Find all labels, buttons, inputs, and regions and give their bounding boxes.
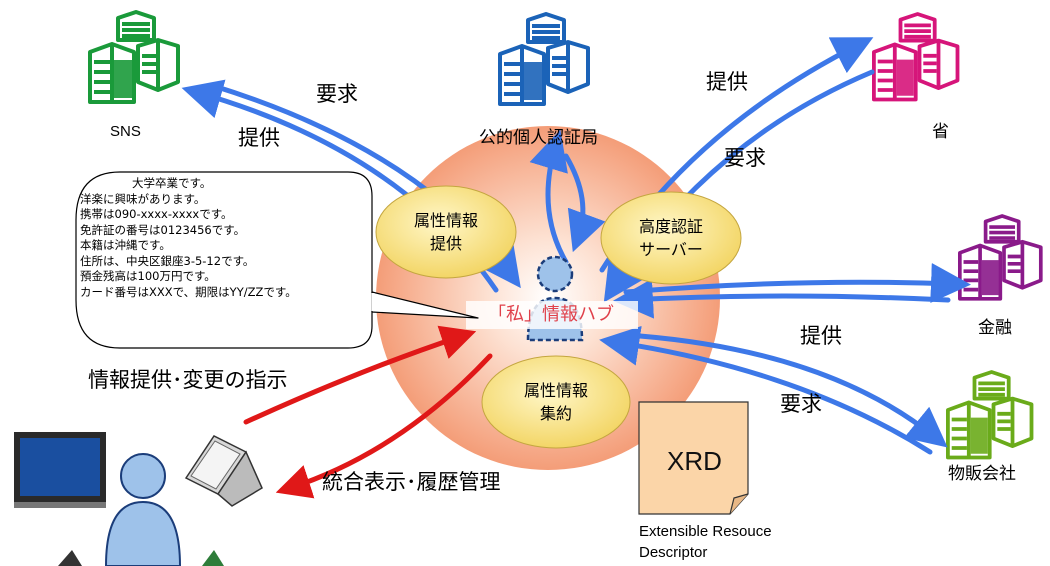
speech-bubble [75, 171, 373, 349]
ministry-label: 省 [932, 122, 949, 142]
ministry-request-label: 要求 [724, 146, 766, 170]
jpki-provide-arrow [529, 129, 569, 265]
attr-aggregate-line2: 集約 [539, 404, 572, 423]
bubble-line: 大学卒業です。 [132, 176, 212, 190]
attr-provide-oval [375, 185, 517, 279]
finance-label: 金融 [978, 318, 1012, 338]
sns-request-label: 要求 [316, 82, 358, 106]
finance-return-arrow [613, 278, 951, 319]
attr-aggregate-label: 属性情報 集約 [506, 379, 606, 425]
xrd-caption-line2: Descriptor [639, 544, 708, 561]
retail-label: 物販会社 [948, 464, 1016, 484]
bubble-line: 洋楽に興味があります。 [80, 191, 206, 206]
auth-server-label: 高度認証 サーバー [621, 215, 721, 261]
auth-server-oval [600, 191, 742, 285]
auth-server-line2: サーバー [639, 240, 703, 259]
retail-provide-label: 提供 [800, 324, 842, 348]
instruction-arrow [243, 325, 477, 425]
finance-provide-arrow [623, 263, 971, 304]
hub-label: 「私」情報ハブ [488, 304, 614, 325]
jpki-building-icon [498, 12, 590, 106]
sns-provide-label: 提供 [238, 126, 280, 150]
bubble-text: 大学卒業です。 洋楽に興味があります。 携帯は090-xxxx-xxxxです。 … [80, 176, 370, 300]
retail-request-arrow [599, 325, 933, 455]
hub-label-bg [466, 301, 638, 329]
ministry-provide-label: 提供 [706, 70, 748, 94]
finance-building-icon [958, 214, 1043, 301]
xrd-caption-line1: Extensible Resouce [639, 523, 772, 540]
integrated-view-arrow [275, 353, 493, 499]
retail-request-label: 要求 [780, 392, 822, 416]
attr-aggregate-oval [481, 355, 631, 449]
ministry-building-icon [872, 12, 960, 102]
attr-aggregate-line1: 属性情報 [523, 381, 588, 400]
attr-provide-line1: 属性情報 [413, 211, 478, 230]
bubble-line: 住所は、中央区銀座3-5-12です。 [80, 253, 255, 268]
bubble-line: 本籍は沖縄です。 [80, 238, 171, 252]
retail-building-icon [946, 370, 1034, 460]
attr-provide-label: 属性情報 提供 [396, 209, 496, 255]
sns-label: SNS [110, 123, 141, 140]
xrd-label: XRD [667, 446, 722, 476]
attr-provide-line2: 提供 [429, 234, 462, 253]
bubble-line: 免許証の番号は0123456です。 [80, 222, 246, 237]
jpki-return-arrow [563, 153, 606, 253]
bubble-line: 携帯は090-xxxx-xxxxです。 [80, 207, 233, 221]
instruction-label: 情報提供･変更の指示 [88, 368, 288, 392]
bubble-line: カード番号はXXXで、期限はYY/ZZです。 [80, 284, 297, 299]
jpki-label: 公的個人認証局 [479, 128, 598, 148]
retail-provide-arrow [637, 333, 948, 448]
user-workstation-icon [14, 432, 263, 566]
auth-server-line1: 高度認証 [638, 217, 703, 236]
xrd-document-icon [638, 401, 749, 515]
sns-building-icon [88, 10, 180, 104]
integrated-view-label: 統合表示･履歴管理 [322, 470, 501, 494]
bubble-line: 預金残高は100万円です。 [80, 269, 216, 283]
